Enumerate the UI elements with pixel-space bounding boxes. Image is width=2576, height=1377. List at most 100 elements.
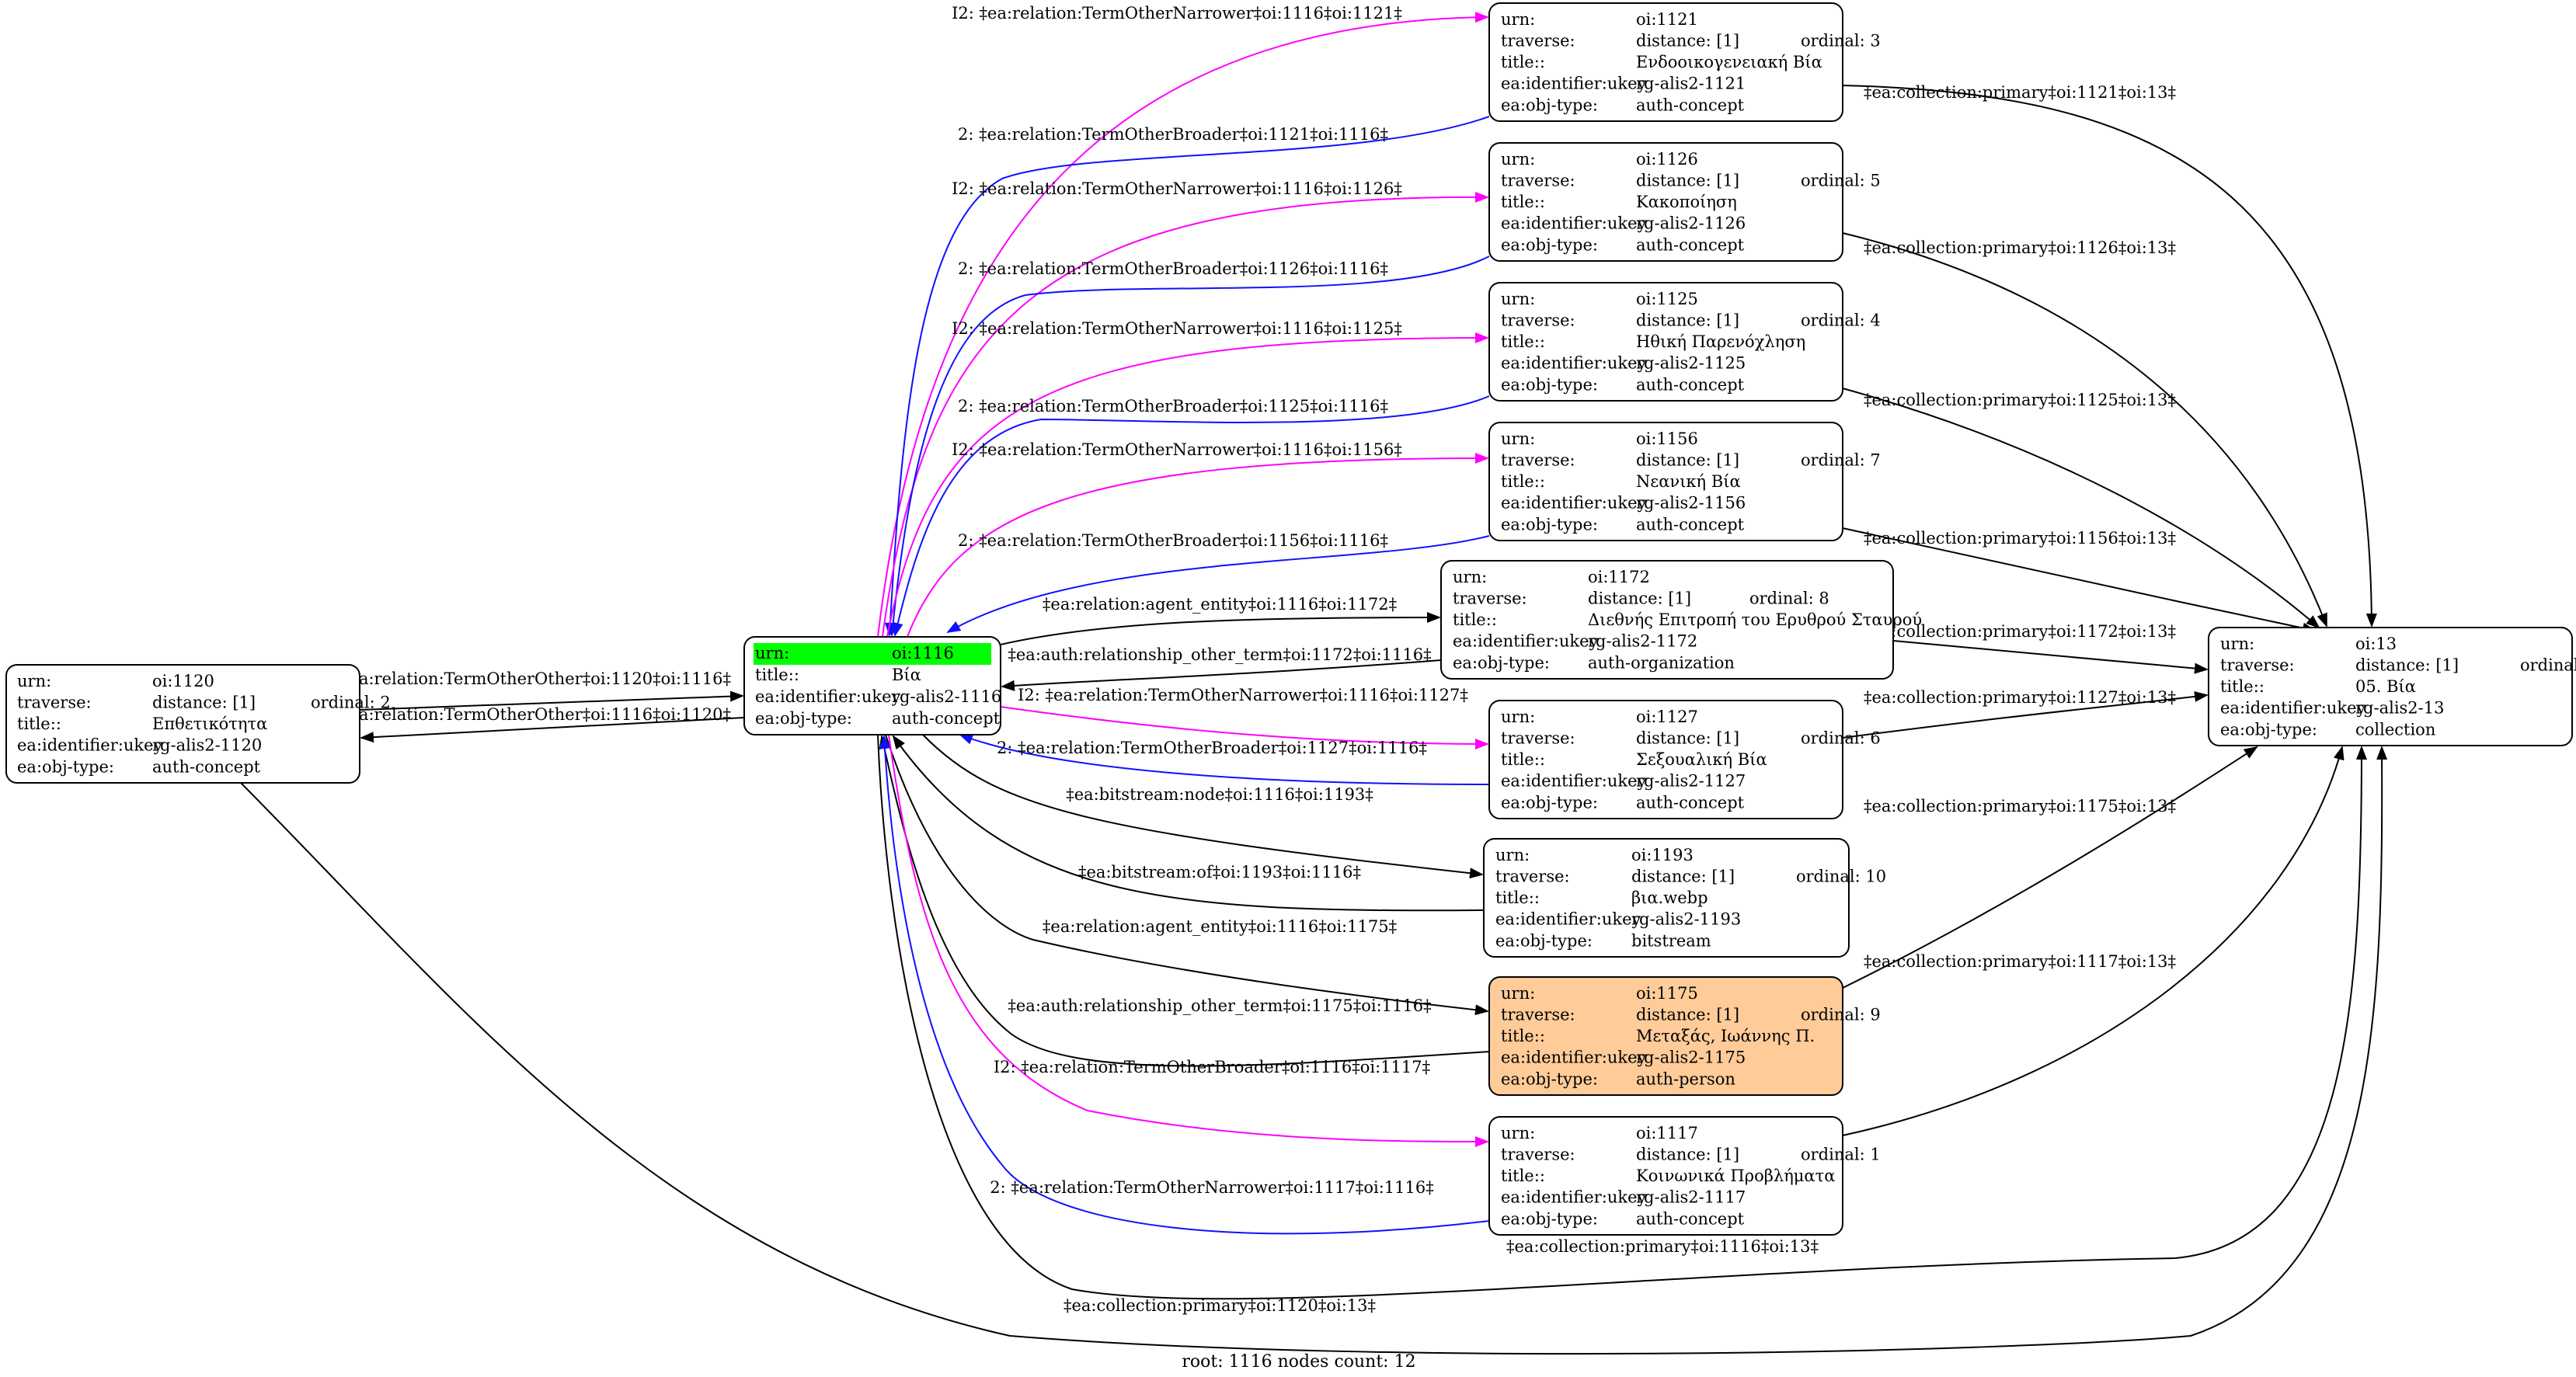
- edge-label: I2: ‡ea:relation:TermOtherNarrower‡oi:11…: [1018, 686, 1468, 704]
- node-key: title::: [1501, 53, 1545, 71]
- node-key: traverse:: [1501, 728, 1575, 747]
- node-key: ea:obj-type:: [1501, 96, 1598, 114]
- edge-1127-1116: 2: ‡ea:relation:TermOtherBroader‡oi:1127…: [959, 734, 1490, 785]
- edge-1117-1116: 2: ‡ea:relation:TermOtherNarrower‡oi:111…: [879, 735, 1490, 1235]
- edge-line: [1892, 640, 2209, 674]
- node-value: auth-concept: [1636, 235, 1745, 254]
- edge-label: ‡ea:relation:TermOtherOther‡oi:1116‡oi:1…: [341, 705, 731, 724]
- node-value: auth-concept: [1636, 96, 1745, 114]
- node-value: rg-alis2-1125: [1636, 354, 1746, 373]
- edge-line: [1001, 659, 1442, 691]
- node-key: urn:: [1495, 846, 1530, 864]
- node-key: traverse:: [1501, 1005, 1575, 1024]
- node-ordinal: ordinal: 7: [1801, 450, 1881, 469]
- node-key: title::: [1501, 332, 1545, 351]
- node-key: ea:identifier:ukey: [755, 687, 901, 706]
- node-value: oi:1193: [1631, 846, 1694, 864]
- node-value: rg-alis2-1126: [1636, 214, 1746, 233]
- edge-line: [887, 256, 1490, 637]
- edge-line: [1842, 527, 2317, 634]
- edge-line: [886, 332, 1489, 638]
- node-key: traverse:: [1501, 450, 1575, 469]
- node-key: title::: [1453, 610, 1497, 629]
- node-box: [1488, 422, 1843, 541]
- node-value: auth-concept: [1636, 1209, 1745, 1228]
- node-value: distance: [1]: [152, 693, 256, 711]
- node-key: ea:obj-type:: [1501, 235, 1598, 254]
- node-box: [1488, 2, 1843, 122]
- node-key: ea:obj-type:: [755, 709, 852, 728]
- edge-line: [959, 734, 1490, 785]
- edge-label: I2: ‡ea:relation:TermOtherNarrower‡oi:11…: [952, 4, 1402, 23]
- edge-1172-1116: ‡ea:auth:relationship_other_term‡oi:1172…: [1001, 645, 1442, 691]
- node-key: ea:identifier:ukey: [1501, 1048, 1647, 1067]
- node-oi-1116[interactable]: urn:oi:1116title::Βίαea:identifier:ukeyr…: [743, 636, 1001, 735]
- edge-1121-13: ‡ea:collection:primary‡oi:1121‡oi:13‡: [1842, 83, 2377, 628]
- edge-1193-1116: ‡ea:bitstream:of‡oi:1193‡oi:1116‡: [892, 735, 1485, 912]
- node-ordinal: ordinal: 6: [1801, 728, 1881, 747]
- node-key: urn:: [1501, 429, 1535, 448]
- node-key: ea:identifier:ukey: [1501, 354, 1647, 373]
- edge-1116-13: ‡ea:collection:primary‡oi:1116‡oi:13‡: [877, 734, 2367, 1300]
- node-value: rg-alis2-13: [2355, 699, 2445, 718]
- node-value: rg-alis2-1120: [152, 736, 262, 755]
- edge-1116-1156: I2: ‡ea:relation:TermOtherNarrower‡oi:11…: [907, 440, 1489, 638]
- node-key: urn:: [1501, 10, 1535, 29]
- edge-label: I2: ‡ea:relation:TermOtherNarrower‡oi:11…: [952, 440, 1402, 459]
- edge-1116-1121: I2: ‡ea:relation:TermOtherNarrower‡oi:11…: [877, 4, 1489, 638]
- edge-label: ‡ea:collection:primary‡oi:1117‡oi:13‡: [1864, 952, 2176, 971]
- node-value: auth-concept: [1636, 793, 1745, 812]
- node-box: [2208, 627, 2573, 746]
- edge-1156-13: ‡ea:collection:primary‡oi:1156‡oi:13‡: [1842, 527, 2317, 634]
- node-value: auth-concept: [892, 709, 1001, 728]
- node-ordinal: ordinal: 4: [1801, 311, 1881, 329]
- node-value: distance: [1]: [1636, 450, 1739, 469]
- node-key: ea:obj-type:: [1501, 793, 1598, 812]
- edge-label: 2: ‡ea:relation:TermOtherBroader‡oi:1125…: [958, 397, 1388, 416]
- node-box: [1488, 700, 1843, 819]
- edge-1116-1125: I2: ‡ea:relation:TermOtherNarrower‡oi:11…: [886, 319, 1489, 638]
- node-key: ea:obj-type:: [1501, 515, 1598, 534]
- edge-1126-1116: 2: ‡ea:relation:TermOtherBroader‡oi:1126…: [887, 256, 1490, 637]
- node-key: ea:identifier:ukey: [1501, 494, 1647, 513]
- edge-1120-13: ‡ea:collection:primary‡oi:1120‡oi:13‡: [240, 746, 2388, 1355]
- node-key: ea:identifier:ukey: [1501, 75, 1647, 93]
- node-value: rg-alis2-1117: [1636, 1188, 1746, 1207]
- node-value: rg-alis2-1175: [1636, 1048, 1746, 1067]
- node-key: urn:: [2220, 635, 2254, 653]
- edge-1156-1116: 2: ‡ea:relation:TermOtherBroader‡oi:1156…: [946, 531, 1490, 633]
- node-value: oi:13: [2355, 635, 2397, 653]
- edge-line: [1842, 388, 2320, 629]
- node-value: distance: [1]: [1636, 1145, 1739, 1163]
- node-key: traverse:: [1501, 171, 1575, 190]
- edge-label: 2: ‡ea:relation:TermOtherBroader‡oi:1121…: [958, 125, 1388, 144]
- node-value: distance: [1]: [1636, 311, 1739, 329]
- edge-1125-1116: 2: ‡ea:relation:TermOtherBroader‡oi:1125…: [892, 395, 1490, 637]
- node-value: collection: [2355, 720, 2435, 739]
- node-box: [1488, 1116, 1843, 1236]
- node-ordinal: ordinal: 10: [1796, 867, 1886, 885]
- edge-label: ‡ea:relation:agent_entity‡oi:1116‡oi:117…: [1043, 917, 1397, 936]
- edge-label: ‡ea:collection:primary‡oi:1121‡oi:13‡: [1864, 83, 2176, 102]
- edge-line: [885, 734, 1489, 1016]
- node-key: title::: [1501, 750, 1545, 769]
- edge-line: [1000, 612, 1441, 645]
- node-value: rg-alis2-1193: [1631, 910, 1741, 929]
- node-key: ea:identifier:ukey: [1501, 772, 1647, 791]
- node-box: [1488, 282, 1843, 402]
- edge-1125-13: ‡ea:collection:primary‡oi:1125‡oi:13‡: [1842, 388, 2320, 629]
- node-key: title::: [17, 715, 61, 733]
- node-value: Κακοποίηση: [1636, 193, 1737, 211]
- node-ordinal: ordinal: 1: [1801, 1145, 1881, 1163]
